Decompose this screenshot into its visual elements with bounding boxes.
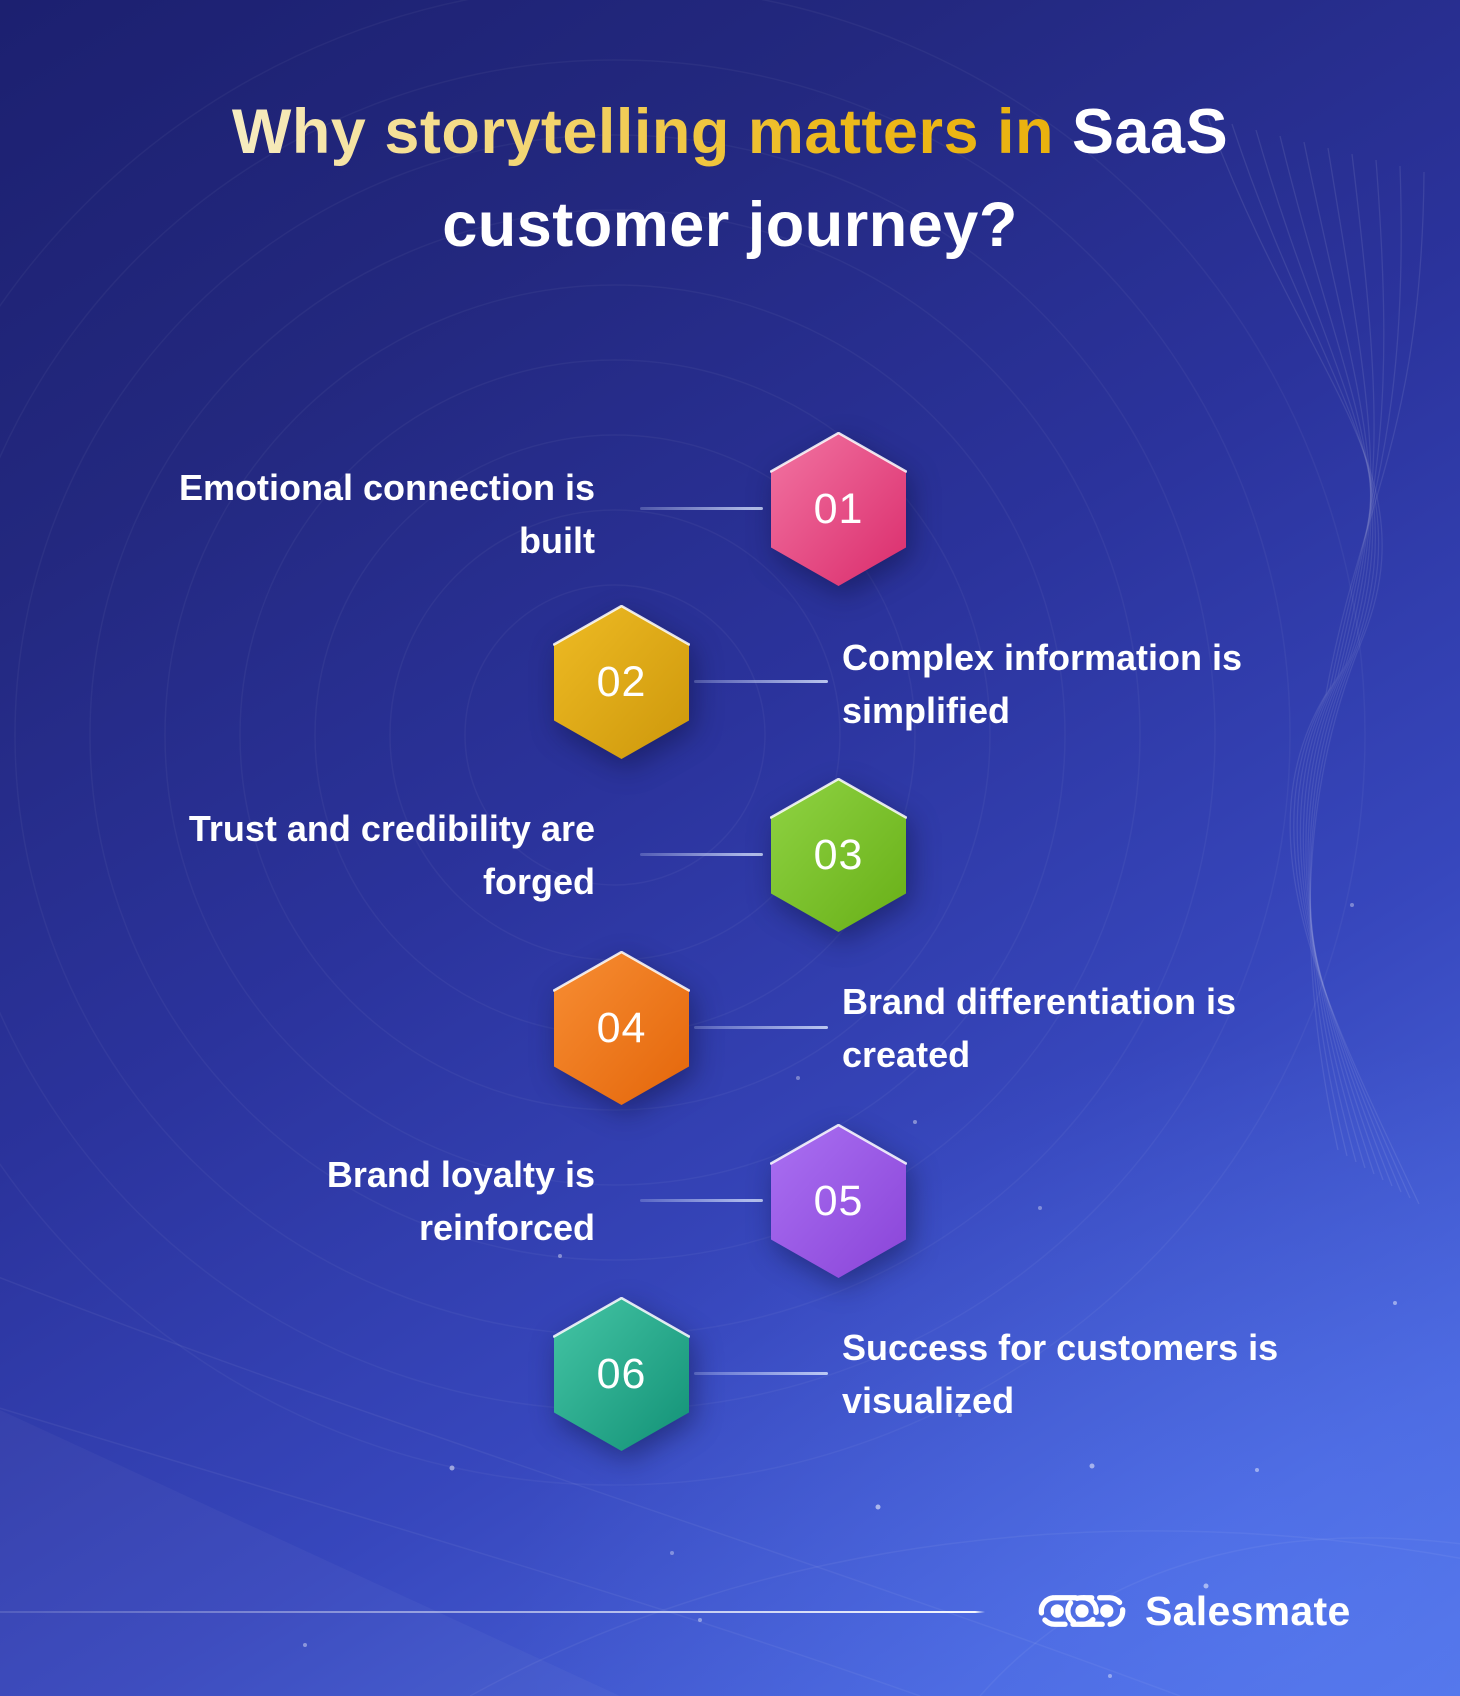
- hexagon-shape-1: [770, 432, 907, 586]
- hexagon-shape-4: [553, 951, 690, 1105]
- step-hexagon-4: 04: [553, 951, 690, 1106]
- step-label-4: Brand differentiation is created: [842, 981, 1237, 1075]
- connector-line-6: [694, 1372, 828, 1375]
- step-number-1: 01: [813, 485, 864, 533]
- step-label-3: Trust and credibility are forged: [188, 808, 595, 902]
- step-hexagon-2: 02: [553, 605, 690, 760]
- footer-divider: [0, 1611, 985, 1613]
- title-rest: SaaS: [1054, 97, 1229, 167]
- connector-line-5: [640, 1199, 763, 1202]
- step-number-4: 04: [596, 1004, 647, 1052]
- title-highlight: Why storytelling matters in: [231, 97, 1054, 167]
- diagonal-band: [0, 1410, 620, 1696]
- step-number-2: 02: [596, 658, 647, 706]
- step-hexagon-1: 01: [770, 432, 907, 587]
- step-label-6: Success for customers is visualized: [842, 1327, 1279, 1421]
- step-label-5: Brand loyalty is reinforced: [326, 1154, 595, 1248]
- step-label-1: Emotional connection is built: [178, 467, 595, 561]
- step-number-6: 06: [596, 1350, 647, 1398]
- salesmate-logo-icon: [1038, 1595, 1126, 1627]
- brand-logo: Salesmate: [1036, 1588, 1351, 1634]
- step-hexagon-6: 06: [553, 1297, 690, 1452]
- title-line-2: customer journey?: [442, 190, 1018, 260]
- title-line-1: Why storytelling matters in SaaS: [0, 86, 1460, 179]
- step-label-2: Complex information is simplified: [842, 637, 1243, 731]
- step-number-3: 03: [813, 831, 864, 879]
- connector-line-4: [694, 1026, 828, 1029]
- hexagon-shape-6: [553, 1297, 690, 1451]
- step-hexagon-5: 05: [770, 1124, 907, 1279]
- hexagon-shape-2: [553, 605, 690, 759]
- step-hexagon-3: 03: [770, 778, 907, 933]
- step-number-5: 05: [813, 1177, 864, 1225]
- connector-line-3: [640, 853, 763, 856]
- connector-line-1: [640, 507, 763, 510]
- page-title: Why storytelling matters in SaaS custome…: [0, 86, 1460, 272]
- hexagon-shape-5: [770, 1124, 907, 1278]
- hexagon-shape-3: [770, 778, 907, 932]
- brand-name: Salesmate: [1145, 1588, 1351, 1634]
- connector-line-2: [694, 680, 828, 683]
